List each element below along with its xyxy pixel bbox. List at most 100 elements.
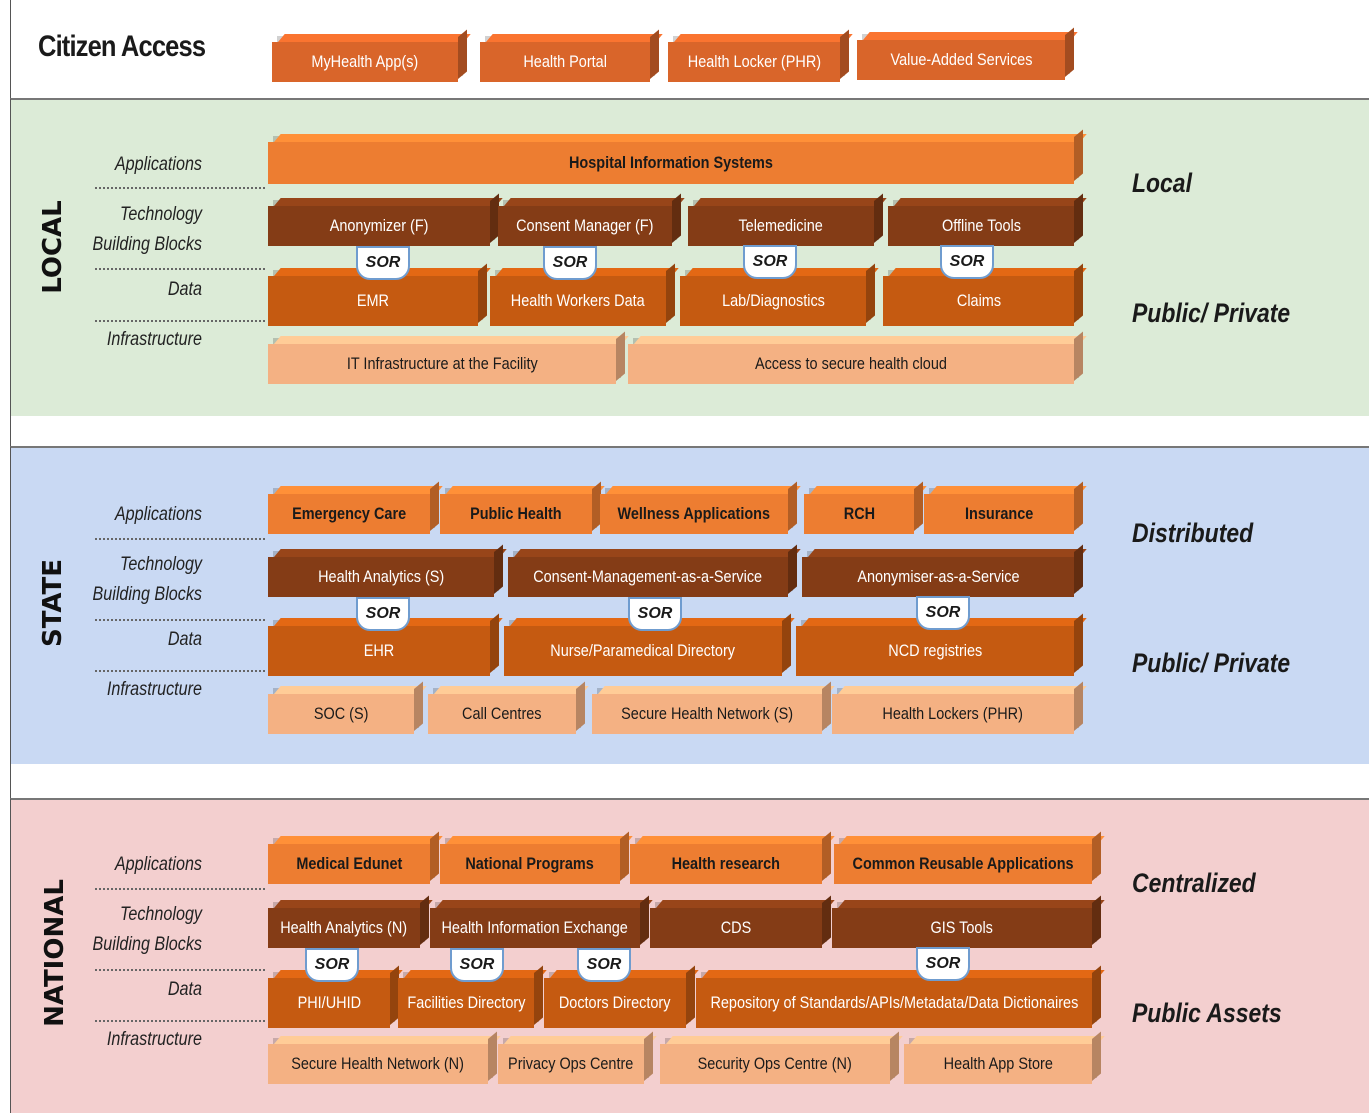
data-block-emr: EMR (268, 276, 478, 326)
block-label: Health research (671, 854, 781, 873)
sor-connector: SOR (628, 597, 682, 631)
app-block-wellness-applications: Wellness Applications (600, 494, 788, 534)
block-label: Telemedicine (738, 216, 824, 235)
tier-label-local: LOCAL (38, 200, 68, 294)
tier-gap (10, 416, 1369, 446)
row-label-building-blocks: Building Blocks (92, 234, 202, 255)
block-label: NCD registries (888, 641, 982, 660)
infra-block-it-infrastructure: IT Infrastructure at the Facility (268, 344, 616, 384)
block-label: Emergency Care (291, 504, 407, 523)
block-label: National Programs (465, 854, 595, 873)
row-divider (95, 888, 265, 890)
data-block-doctors-directory: Doctors Directory (544, 978, 686, 1028)
app-block-rch: RCH (804, 494, 914, 534)
block-label: Call Centres (462, 704, 542, 723)
tier-label-state: STATE (38, 558, 68, 648)
block-label: EHR (363, 641, 395, 660)
row-label-technology: Technology (119, 204, 202, 225)
row-label-building-blocks: Building Blocks (92, 584, 202, 605)
row-divider (95, 969, 265, 971)
citizen-item-health-locker: Health Locker (PHR) (668, 42, 840, 82)
row-label-data: Data (167, 629, 202, 650)
block-label: PHI/UHID (297, 993, 361, 1012)
block-label: Insurance (964, 504, 1034, 523)
data-block-facilities-directory: Facilities Directory (398, 978, 534, 1028)
row-label-data: Data (167, 979, 202, 1000)
tech-block-consent-management-service: Consent-Management-as-a-Service (508, 557, 788, 597)
row-divider (95, 538, 265, 540)
block-label: Wellness Applications (617, 504, 771, 523)
data-block-ncd-registries: NCD registries (796, 626, 1074, 676)
sor-connector: SOR (543, 246, 597, 280)
app-block-public-health: Public Health (440, 494, 592, 534)
sor-connector: SOR (916, 947, 970, 981)
infra-block-health-app-store: Health App Store (904, 1044, 1092, 1084)
infra-block-privacy-ops-centre: Privacy Ops Centre (498, 1044, 644, 1084)
deployment-label-local: Local (1132, 168, 1192, 198)
block-label: RCH (843, 504, 875, 523)
citizen-item-myhealth-apps: MyHealth App(s) (272, 42, 458, 82)
block-label: Anonymiser-as-a-Service (856, 567, 1020, 586)
block-label: GIS Tools (930, 918, 994, 937)
block-label: Repository of Standards/APIs/Metadata/Da… (710, 993, 1078, 1012)
citizen-item-value-added-services: Value-Added Services (857, 40, 1065, 80)
block-label: SOC (S) (313, 704, 369, 723)
tech-block-anonymiser-service: Anonymiser-as-a-Service (802, 557, 1074, 597)
tech-block-health-analytics-state: Health Analytics (S) (268, 557, 494, 597)
app-block-national-programs: National Programs (440, 844, 620, 884)
data-block-health-workers-data: Health Workers Data (490, 276, 666, 326)
block-label: Lab/Diagnostics (721, 291, 825, 310)
data-block-lab-diagnostics: Lab/Diagnostics (680, 276, 866, 326)
citizen-item-label: Value-Added Services (890, 50, 1032, 69)
citizen-item-label: Health Locker (PHR) (687, 52, 821, 71)
row-divider (95, 320, 265, 322)
block-label: Medical Edunet (296, 854, 402, 873)
infra-block-call-centres: Call Centres (428, 694, 576, 734)
row-label-infrastructure: Infrastructure (106, 329, 202, 350)
sor-connector: SOR (916, 596, 970, 630)
block-label: Access to secure health cloud (755, 354, 947, 373)
deployment-label-national: Centralized (1132, 868, 1256, 898)
tech-block-gis-tools: GIS Tools (832, 908, 1092, 948)
ownership-label-state: Public/ Private (1132, 648, 1291, 678)
sor-connector: SOR (356, 597, 410, 631)
block-label: Consent Manager (F) (516, 216, 654, 235)
data-block-ehr: EHR (268, 626, 490, 676)
block-label: Claims (956, 291, 1001, 310)
tech-block-cds: CDS (650, 908, 822, 948)
sor-connector: SOR (305, 948, 359, 982)
block-label: Health Analytics (S) (317, 567, 445, 586)
citizen-item-label: MyHealth App(s) (311, 52, 419, 71)
row-divider (95, 268, 265, 270)
infra-block-health-lockers: Health Lockers (PHR) (832, 694, 1074, 734)
row-label-technology: Technology (119, 554, 202, 575)
block-label: Consent-Management-as-a-Service (533, 567, 763, 586)
block-label: Health Analytics (N) (280, 918, 408, 937)
row-label-infrastructure: Infrastructure (106, 679, 202, 700)
block-label: Doctors Directory (559, 993, 671, 1012)
block-label: Facilities Directory (406, 993, 526, 1012)
app-block-emergency-care: Emergency Care (268, 494, 430, 534)
block-label: Hospital Information Systems (569, 153, 773, 172)
row-label-building-blocks: Building Blocks (92, 934, 202, 955)
tech-block-offline-tools: Offline Tools (888, 206, 1074, 246)
tech-block-telemedicine: Telemedicine (688, 206, 874, 246)
citizen-item-label: Health Portal (523, 52, 607, 71)
tech-block-health-information-exchange: Health Information Exchange (430, 908, 640, 948)
row-label-infrastructure: Infrastructure (106, 1029, 202, 1050)
block-label: Secure Health Network (S) (621, 704, 793, 723)
row-label-applications: Applications (114, 504, 202, 525)
infra-block-soc-state: SOC (S) (268, 694, 414, 734)
data-block-nurse-paramedical-directory: Nurse/Paramedical Directory (504, 626, 782, 676)
data-block-claims: Claims (883, 276, 1074, 326)
sor-connector: SOR (743, 245, 797, 279)
block-label: Secure Health Network (N) (291, 1054, 465, 1073)
deployment-label-state: Distributed (1132, 518, 1254, 548)
app-block-insurance: Insurance (924, 494, 1074, 534)
tech-block-consent-manager: Consent Manager (F) (498, 206, 672, 246)
block-label: Health App Store (943, 1054, 1053, 1073)
block-label: Anonymizer (F) (329, 216, 429, 235)
block-label: Health Information Exchange (441, 918, 629, 937)
row-label-technology: Technology (119, 904, 202, 925)
citizen-item-health-portal: Health Portal (480, 42, 650, 82)
